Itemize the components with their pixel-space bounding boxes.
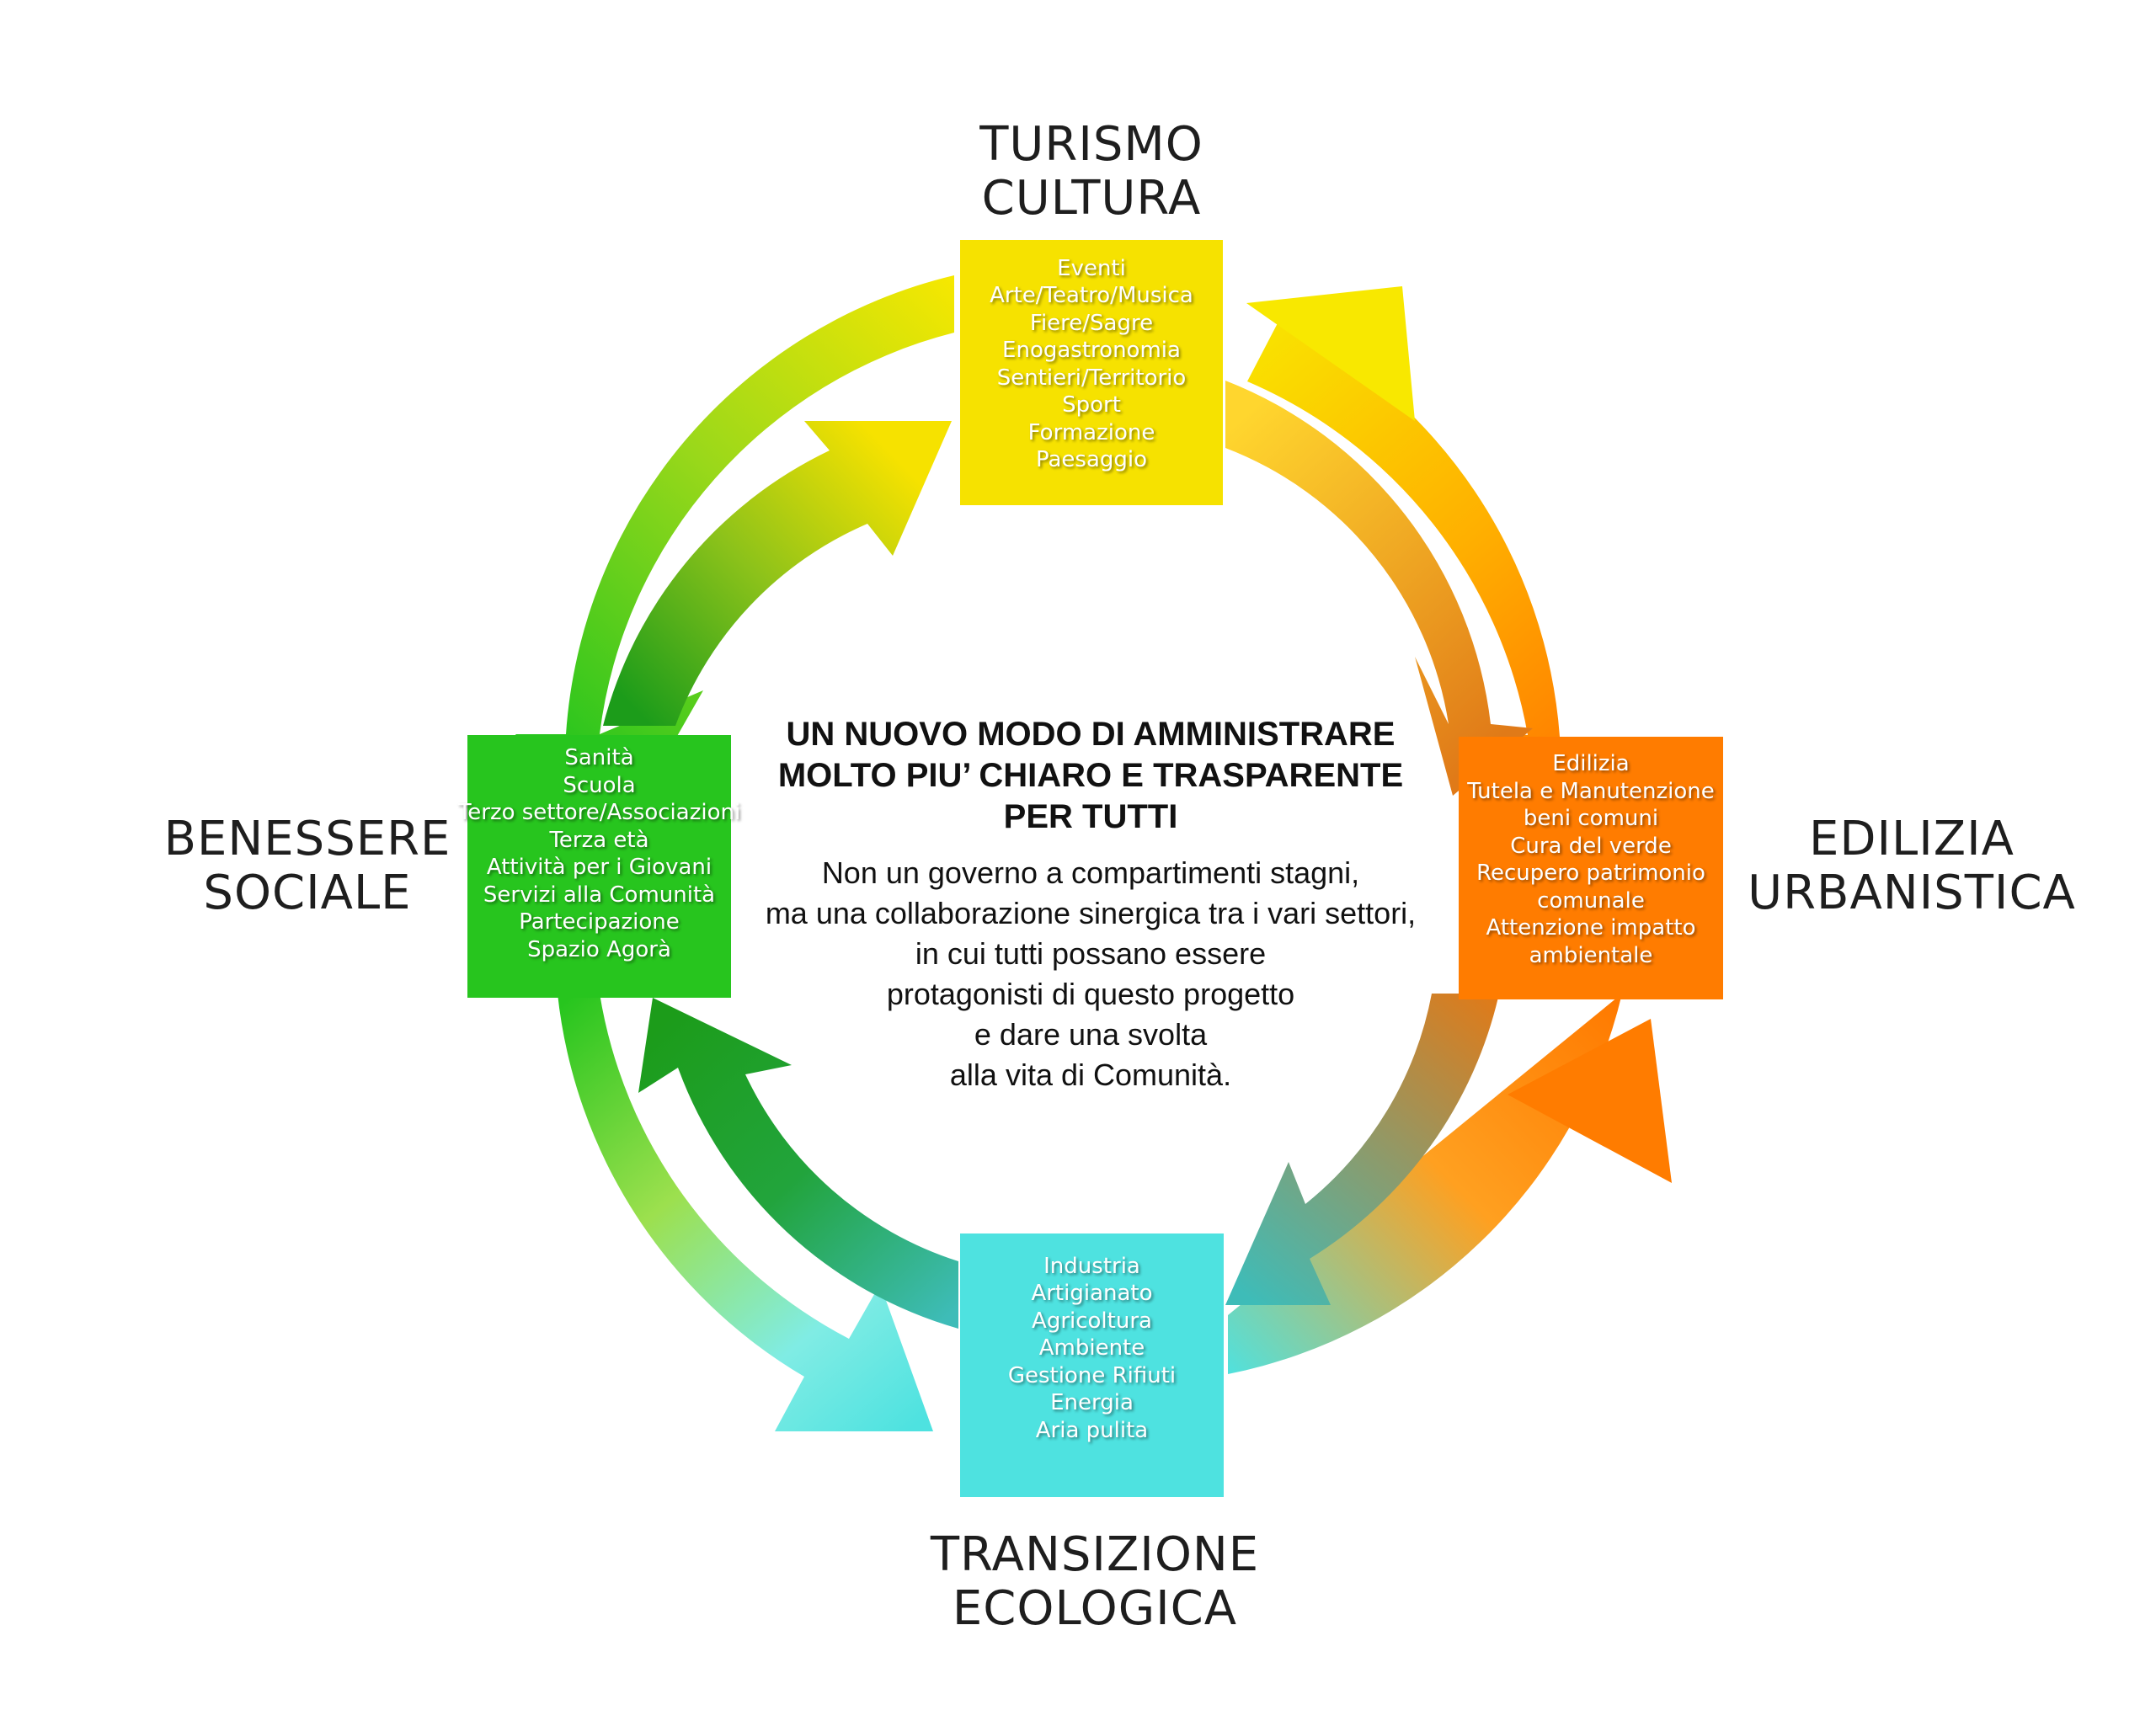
edilizia-item: ambientale (1529, 942, 1653, 968)
box-turismo (960, 240, 1223, 505)
arrow-benessere-to-turismo (603, 421, 952, 726)
benessere-item: Attività per i Giovani (486, 855, 712, 880)
arrow-edilizia-to-transizione-inner (1225, 994, 1499, 1305)
center-description-line: in cui tutti possano essere (915, 936, 1267, 971)
edilizia-item: Edilizia (1552, 751, 1630, 776)
title-edilizia: EDILIZIA URBANISTICA (1735, 813, 2089, 920)
center-heading-line: UN NUOVO MODO DI AMMINISTRARE (786, 716, 1396, 753)
center-heading-line: MOLTO PIU’ CHIARO E TRASPARENTE (777, 757, 1404, 794)
edilizia-item: comunale (1537, 887, 1645, 914)
center-description: Non un governo a compartimenti stagni, m… (741, 853, 1440, 1095)
center-description-line: Non un governo a compartimenti stagni, (821, 855, 1360, 890)
benessere-item: Partecipazione (519, 909, 680, 935)
center-description-line: protagonisti di questo progetto (886, 977, 1295, 1011)
arrow-benessere-to-transizione (558, 994, 933, 1431)
turismo-item: Sport (1062, 392, 1121, 418)
turismo-item: Paesaggio (1035, 447, 1148, 472)
edilizia-item: Recupero patrimonio (1476, 860, 1705, 886)
box-turismo-content: Eventi Arte/Teatro/Musica Fiere/Sagre En… (960, 240, 1223, 505)
benessere-item: Servizi alla Comunità (483, 882, 716, 908)
benessere-item: Terza età (549, 827, 649, 853)
transizione-item: Industria (1043, 1253, 1140, 1279)
edilizia-item: beni comuni (1523, 806, 1659, 831)
benessere-item: Scuola (563, 772, 636, 798)
edilizia-item: Tutela e Manutenzione (1467, 778, 1715, 804)
transizione-item: Gestione Rifiuti (1007, 1362, 1177, 1388)
box-transizione (960, 1233, 1224, 1497)
arrow-turismo-to-edilizia-inner (1225, 381, 1533, 796)
title-edilizia-line2: URBANISTICA (1748, 866, 2076, 920)
transizione-item: Energia (1050, 1390, 1134, 1416)
arrowhead-transizione-to-edilizia (1508, 1019, 1672, 1183)
benessere-item: Spazio Agorà (527, 936, 671, 962)
title-transizione: TRANSIZIONE ECOLOGICA (918, 1528, 1272, 1636)
arrow-transizione-to-benessere (638, 998, 958, 1329)
turismo-item: Fiere/Sagre (1029, 310, 1154, 336)
center-description-line: e dare una svolta (974, 1017, 1208, 1052)
transizione-item: Ambiente (1038, 1335, 1145, 1361)
benessere-item: Sanità (564, 745, 634, 770)
box-edilizia-content: Edilizia Tutela e Manutenzione beni comu… (1459, 737, 1723, 999)
center-heading-line: PER TUTTI (1003, 798, 1178, 835)
center-description-line: ma una collaborazione sinergica tra i va… (765, 896, 1417, 930)
transizione-item: Artigianato (1031, 1281, 1153, 1307)
title-benessere-line2: SOCIALE (203, 866, 412, 920)
title-edilizia-line1: EDILIZIA (1809, 812, 2015, 866)
transizione-item: Agricoltura (1032, 1308, 1152, 1334)
arrowhead-edilizia-to-turismo (1246, 286, 1415, 421)
title-turismo-line1: TURISMO (979, 117, 1203, 172)
edilizia-item: Attenzione impatto (1486, 915, 1696, 940)
box-edilizia (1459, 737, 1723, 999)
title-benessere: BENESSERE SOCIALE (147, 813, 467, 920)
box-transizione-content: Industria Artigianato Agricoltura Ambien… (960, 1233, 1224, 1497)
center-heading: UN NUOVO MODO DI AMMINISTRARE MOLTO PIU’… (741, 714, 1440, 838)
turismo-item: Formazione (1027, 419, 1155, 445)
arrow-turismo-to-edilizia (1247, 320, 1644, 842)
box-benessere-content: Sanità Scuola Terzo settore/Associazioni… (458, 735, 740, 998)
box-benessere (467, 735, 731, 998)
arrow-turismo-to-benessere (515, 275, 954, 867)
title-transizione-line1: TRANSIZIONE (930, 1527, 1260, 1582)
turismo-item: Arte/Teatro/Musica (990, 283, 1193, 308)
turismo-item: Sentieri/Territorio (996, 365, 1187, 391)
turismo-item: Eventi (1057, 255, 1126, 281)
benessere-item: Terzo settore/Associazioni (457, 800, 741, 825)
transizione-item: Aria pulita (1035, 1417, 1149, 1443)
title-turismo: TURISMO CULTURA (960, 118, 1223, 226)
edilizia-item: Cura del verde (1510, 833, 1672, 859)
title-transizione-line2: ECOLOGICA (952, 1581, 1238, 1636)
title-turismo-line2: CULTURA (981, 171, 1202, 226)
title-benessere-line1: BENESSERE (163, 812, 451, 866)
turismo-item: Enogastronomia (1002, 338, 1181, 363)
center-description-line: alla vita di Comunità. (949, 1058, 1232, 1092)
